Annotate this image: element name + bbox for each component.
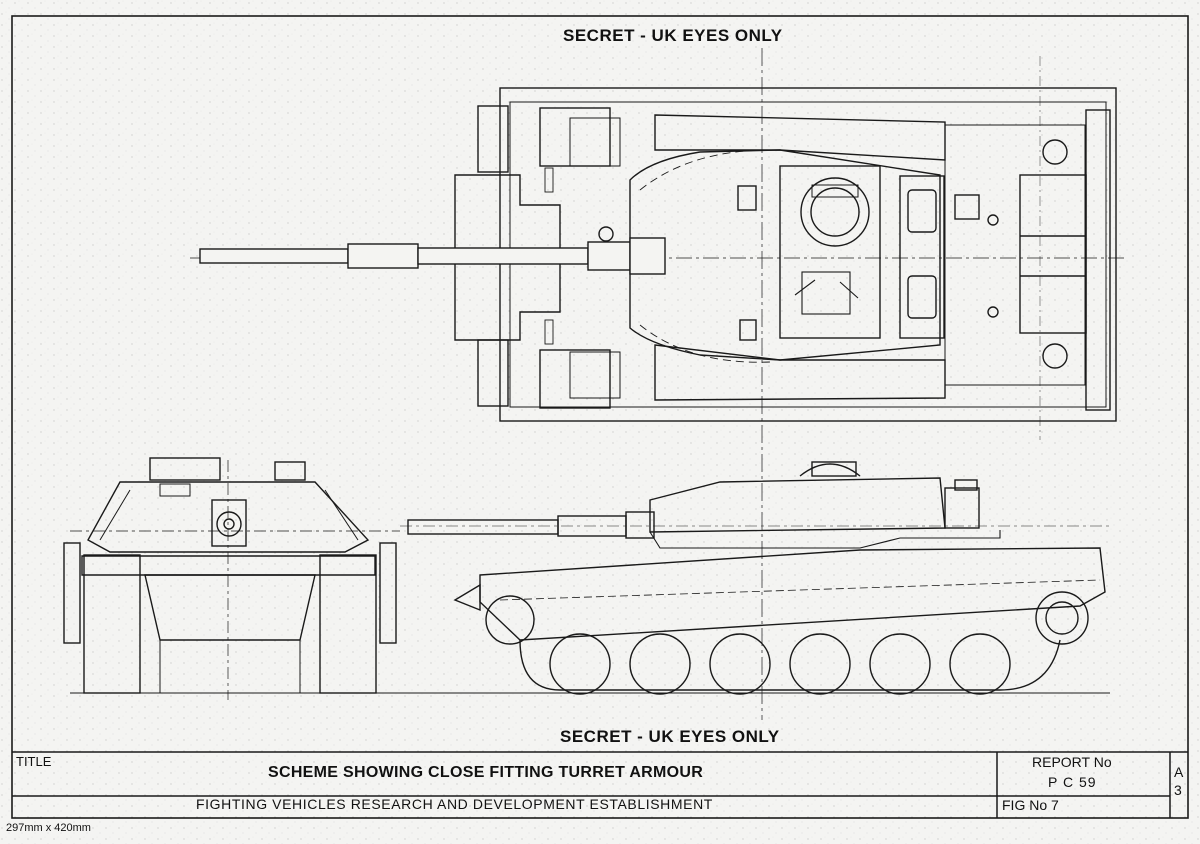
- classification-top: SECRET - UK EYES ONLY: [563, 26, 783, 45]
- title-caption: TITLE: [16, 754, 52, 769]
- side-view: [400, 461, 1110, 695]
- classification-bottom: SECRET - UK EYES ONLY: [560, 727, 780, 746]
- report-number: P C 59: [1048, 774, 1097, 790]
- drawing-border: [11, 15, 1189, 819]
- report-caption: REPORT No: [1032, 754, 1112, 770]
- title-block: [12, 751, 1188, 818]
- plan-view: [190, 87, 1125, 422]
- figure-number: FIG No 7: [1002, 797, 1059, 813]
- paper-size-note: 297mm x 420mm: [6, 822, 91, 834]
- establishment-name: FIGHTING VEHICLES RESEARCH AND DEVELOPME…: [196, 796, 713, 812]
- sheet-size-number: 3: [1174, 782, 1182, 798]
- front-view: [63, 457, 410, 700]
- sheet-size-letter: A: [1174, 764, 1184, 780]
- drawing-title: SCHEME SHOWING CLOSE FITTING TURRET ARMO…: [268, 764, 704, 781]
